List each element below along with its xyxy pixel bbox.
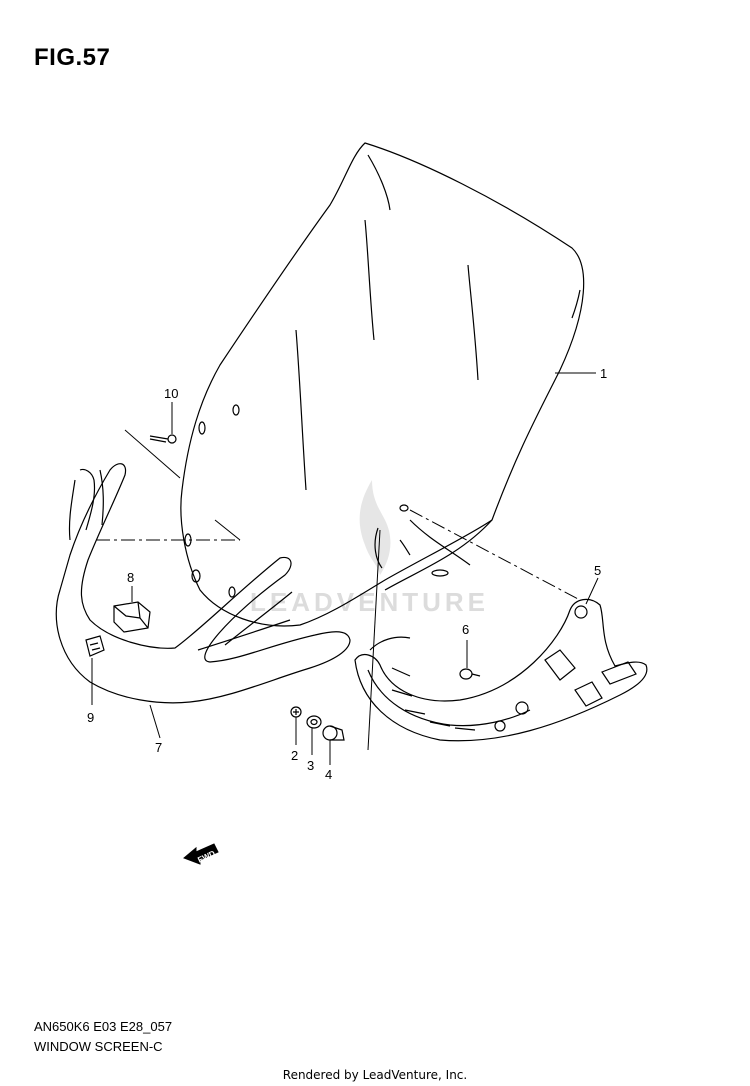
watermark-text: LEADVENTURE	[250, 587, 489, 617]
bracket	[354, 598, 648, 742]
callout-4: 4	[325, 767, 332, 782]
section-name: WINDOW SCREEN-C	[34, 1039, 163, 1054]
leader-5	[585, 577, 599, 605]
callout-8: 8	[127, 570, 134, 585]
lower-trim	[55, 463, 351, 704]
leader-7	[149, 704, 161, 739]
callout-3: 3	[307, 758, 314, 773]
screw-10	[149, 434, 177, 444]
figure-title: FIG.57	[34, 44, 111, 71]
callout-2: 2	[291, 748, 298, 763]
model-code: AN650K6 E03 E28_057	[34, 1019, 173, 1034]
windscreen	[180, 142, 585, 627]
callout-5: 5	[594, 563, 601, 578]
callout-1: 1	[600, 366, 607, 381]
watermark-flame-icon	[359, 480, 391, 575]
screw-2	[290, 706, 302, 718]
callout-7: 7	[155, 740, 162, 755]
cushion	[113, 601, 151, 633]
bushing-4	[322, 725, 345, 741]
emblem	[85, 635, 105, 657]
callout-10: 10	[164, 386, 178, 401]
callout-9: 9	[87, 710, 94, 725]
fwd-arrow-icon	[183, 843, 219, 865]
washer-3	[306, 715, 322, 729]
bolt-6	[459, 668, 481, 680]
rendered-by-credit: Rendered by LeadVenture, Inc.	[282, 1068, 468, 1082]
callout-6: 6	[462, 622, 469, 637]
fwd-arrow: FWD	[183, 843, 219, 865]
alignment-lines	[96, 429, 581, 751]
watermark: LEADVENTURE	[250, 480, 489, 617]
